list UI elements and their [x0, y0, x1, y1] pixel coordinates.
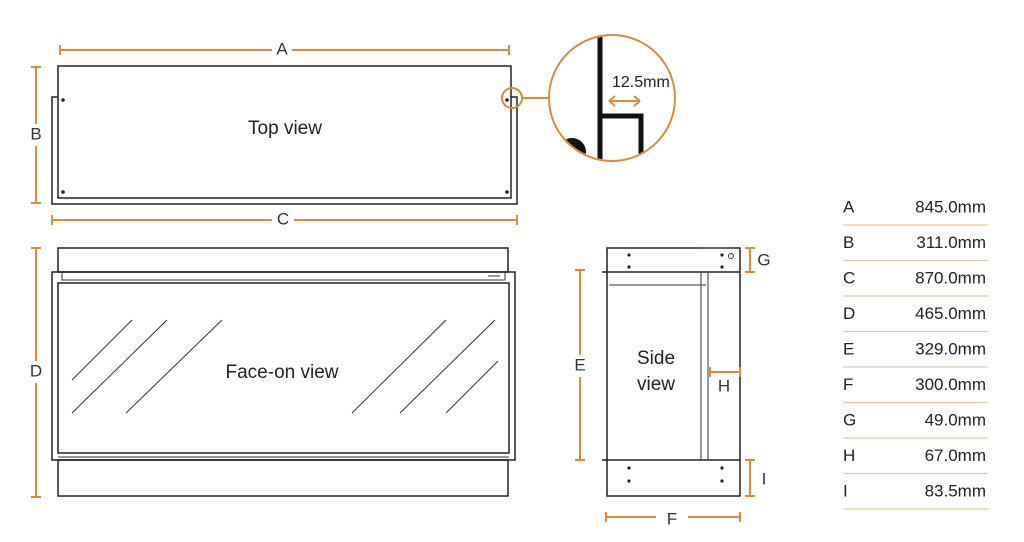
table-row: I 83.5mm	[843, 481, 988, 510]
dimension-a-label: A	[276, 39, 288, 58]
table-key: I	[843, 481, 848, 500]
dimension-i-label: I	[762, 469, 767, 488]
face-on-view: Face-on view	[51, 247, 516, 497]
table-row: G 49.0mm	[843, 410, 988, 439]
table-value: 83.5mm	[925, 481, 986, 500]
dimension-b: B	[30, 66, 42, 204]
callout-measure-label: 12.5mm	[612, 74, 670, 91]
table-key: B	[843, 233, 854, 252]
top-view-label: Top view	[248, 118, 322, 139]
dimension-c-label: C	[277, 209, 289, 228]
dimension-h: H	[709, 367, 741, 395]
face-on-view-label: Face-on view	[226, 362, 339, 383]
dimension-d-label: D	[30, 361, 42, 380]
table-value: 300.0mm	[915, 375, 986, 394]
dimension-g: G	[745, 247, 771, 273]
table-value: 311.0mm	[916, 233, 986, 252]
dimension-a: A	[59, 39, 510, 58]
table-value: 870.0mm	[915, 268, 986, 287]
side-view-label-line2: view	[637, 374, 675, 395]
dimension-d: D	[30, 247, 42, 498]
dimension-b-label: B	[30, 124, 41, 143]
dimension-e-label: E	[574, 355, 585, 374]
dimension-f-label: F	[667, 509, 677, 528]
side-view-label-line1: Side	[637, 348, 675, 369]
top-view: Top view	[51, 65, 518, 205]
side-view: Side view	[602, 247, 741, 497]
table-key: F	[843, 375, 853, 394]
table-value: 465.0mm	[915, 304, 986, 323]
dimension-h-label: H	[718, 376, 730, 395]
table-value: 67.0mm	[925, 446, 986, 465]
table-key: E	[843, 339, 854, 358]
dimension-i: I	[745, 459, 767, 497]
table-row: C 870.0mm	[843, 268, 988, 297]
table-value: 845.0mm	[915, 197, 986, 216]
dimension-f: F	[605, 509, 741, 528]
table-row: H 67.0mm	[843, 446, 988, 475]
table-key: G	[843, 410, 856, 429]
table-key: A	[843, 197, 855, 216]
detail-callout: 12.5mm	[501, 34, 676, 162]
dimension-c: C	[51, 209, 518, 228]
table-row: A 845.0mm	[843, 197, 988, 226]
table-row: F 300.0mm	[843, 375, 988, 404]
table-key: D	[843, 304, 855, 323]
table-value: 329.0mm	[915, 339, 986, 358]
dimension-g-label: G	[757, 250, 770, 269]
dimension-e: E	[574, 269, 586, 461]
table-row: E 329.0mm	[843, 339, 988, 368]
table-row: B 311.0mm	[843, 233, 988, 262]
table-key: C	[843, 268, 855, 287]
table-row: D 465.0mm	[843, 304, 988, 333]
table-value: 49.0mm	[925, 410, 986, 429]
table-key: H	[843, 446, 855, 465]
